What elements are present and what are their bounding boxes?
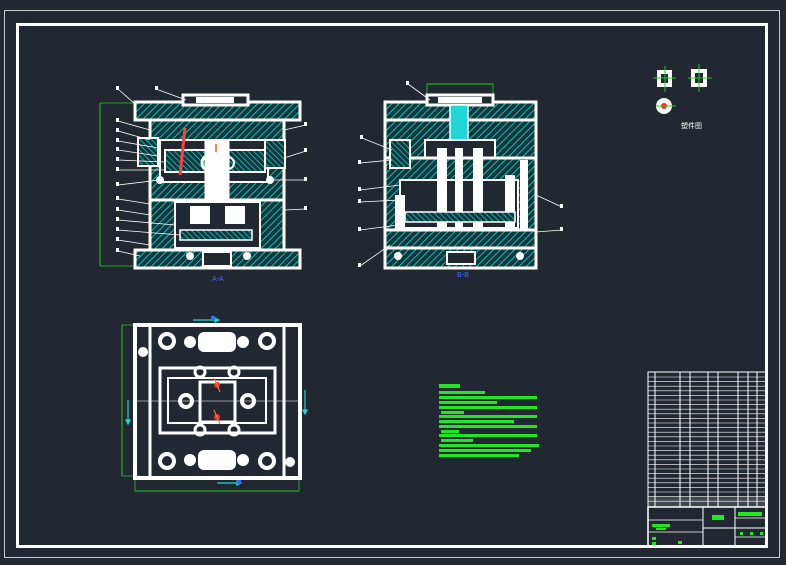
drawing-frame <box>16 23 768 548</box>
sheet-outer-border <box>4 10 780 558</box>
section-a-label: A-A <box>212 275 224 283</box>
part-view <box>653 64 712 114</box>
part-view-title: 塑件图 <box>681 122 702 130</box>
section-b-label: B-B <box>457 271 469 279</box>
section-view-right <box>358 81 563 270</box>
technical-notes <box>439 384 539 457</box>
plan-view <box>121 316 308 492</box>
title-block <box>647 506 767 547</box>
parts-list-table <box>647 371 767 508</box>
section-view-left <box>99 86 307 270</box>
